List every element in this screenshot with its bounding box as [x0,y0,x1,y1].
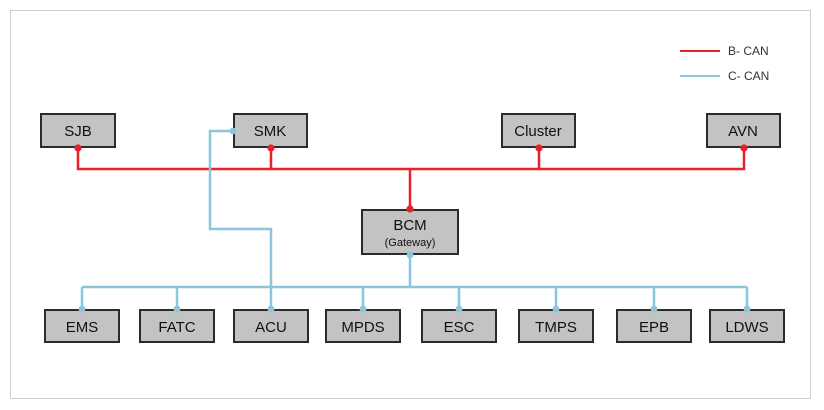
node-cluster: Cluster [501,113,576,148]
c-can-dot-smk [229,127,237,135]
node-mpds-label: MPDS [341,319,384,336]
node-sjb: SJB [40,113,116,148]
b-can-dot-smk [267,144,275,152]
b-can-bus [76,148,746,209]
b-can-dot-sjb [74,144,82,152]
node-sjb-label: SJB [64,123,92,140]
c-can-dot-ldws [743,305,751,313]
c-can-dot-epb [650,305,658,313]
node-acu-label: ACU [255,319,287,336]
b-can-trunk [76,148,746,171]
node-ems-label: EMS [66,319,99,336]
node-fatc: FATC [139,309,215,343]
c-can-dot-ems [78,305,86,313]
node-tmps: TMPS [518,309,594,343]
b-can-dot-bcm [406,205,414,213]
b-can-dot-avn [740,144,748,152]
node-avn-label: AVN [728,123,758,140]
legend-b-can-label: B- CAN [728,44,769,58]
legend: B- CAN C- CAN [680,44,769,83]
node-cluster-label: Cluster [514,123,562,140]
node-bcm-label: BCM [393,217,426,234]
node-ems: EMS [44,309,120,343]
node-avn: AVN [706,113,781,148]
c-can-bus [80,129,749,310]
c-can-dot-esc [455,305,463,313]
node-esc: ESC [421,309,497,343]
node-fatc-label: FATC [158,319,195,336]
node-acu: ACU [233,309,309,343]
b-can-dot-cluster [535,144,543,152]
c-can-dot-fatc [173,305,181,313]
node-bcm: BCM (Gateway) [361,209,459,255]
c-can-dot-bcm [406,251,414,259]
node-smk: SMK [233,113,308,148]
node-tmps-label: TMPS [535,319,577,336]
b-can-junctions [74,144,748,213]
node-ldws-label: LDWS [725,319,768,336]
node-esc-label: ESC [444,319,475,336]
legend-c-can-label: C- CAN [728,69,769,83]
c-can-smk-link [208,129,273,310]
node-smk-label: SMK [254,123,287,140]
node-ldws: LDWS [709,309,785,343]
c-can-dot-mpds [359,305,367,313]
node-epb-label: EPB [639,319,669,336]
c-can-dot-acu [267,305,275,313]
node-mpds: MPDS [325,309,401,343]
node-epb: EPB [616,309,692,343]
c-can-junctions [78,127,751,313]
node-bcm-sublabel: (Gateway) [385,237,436,249]
c-can-dot-tmps [552,305,560,313]
